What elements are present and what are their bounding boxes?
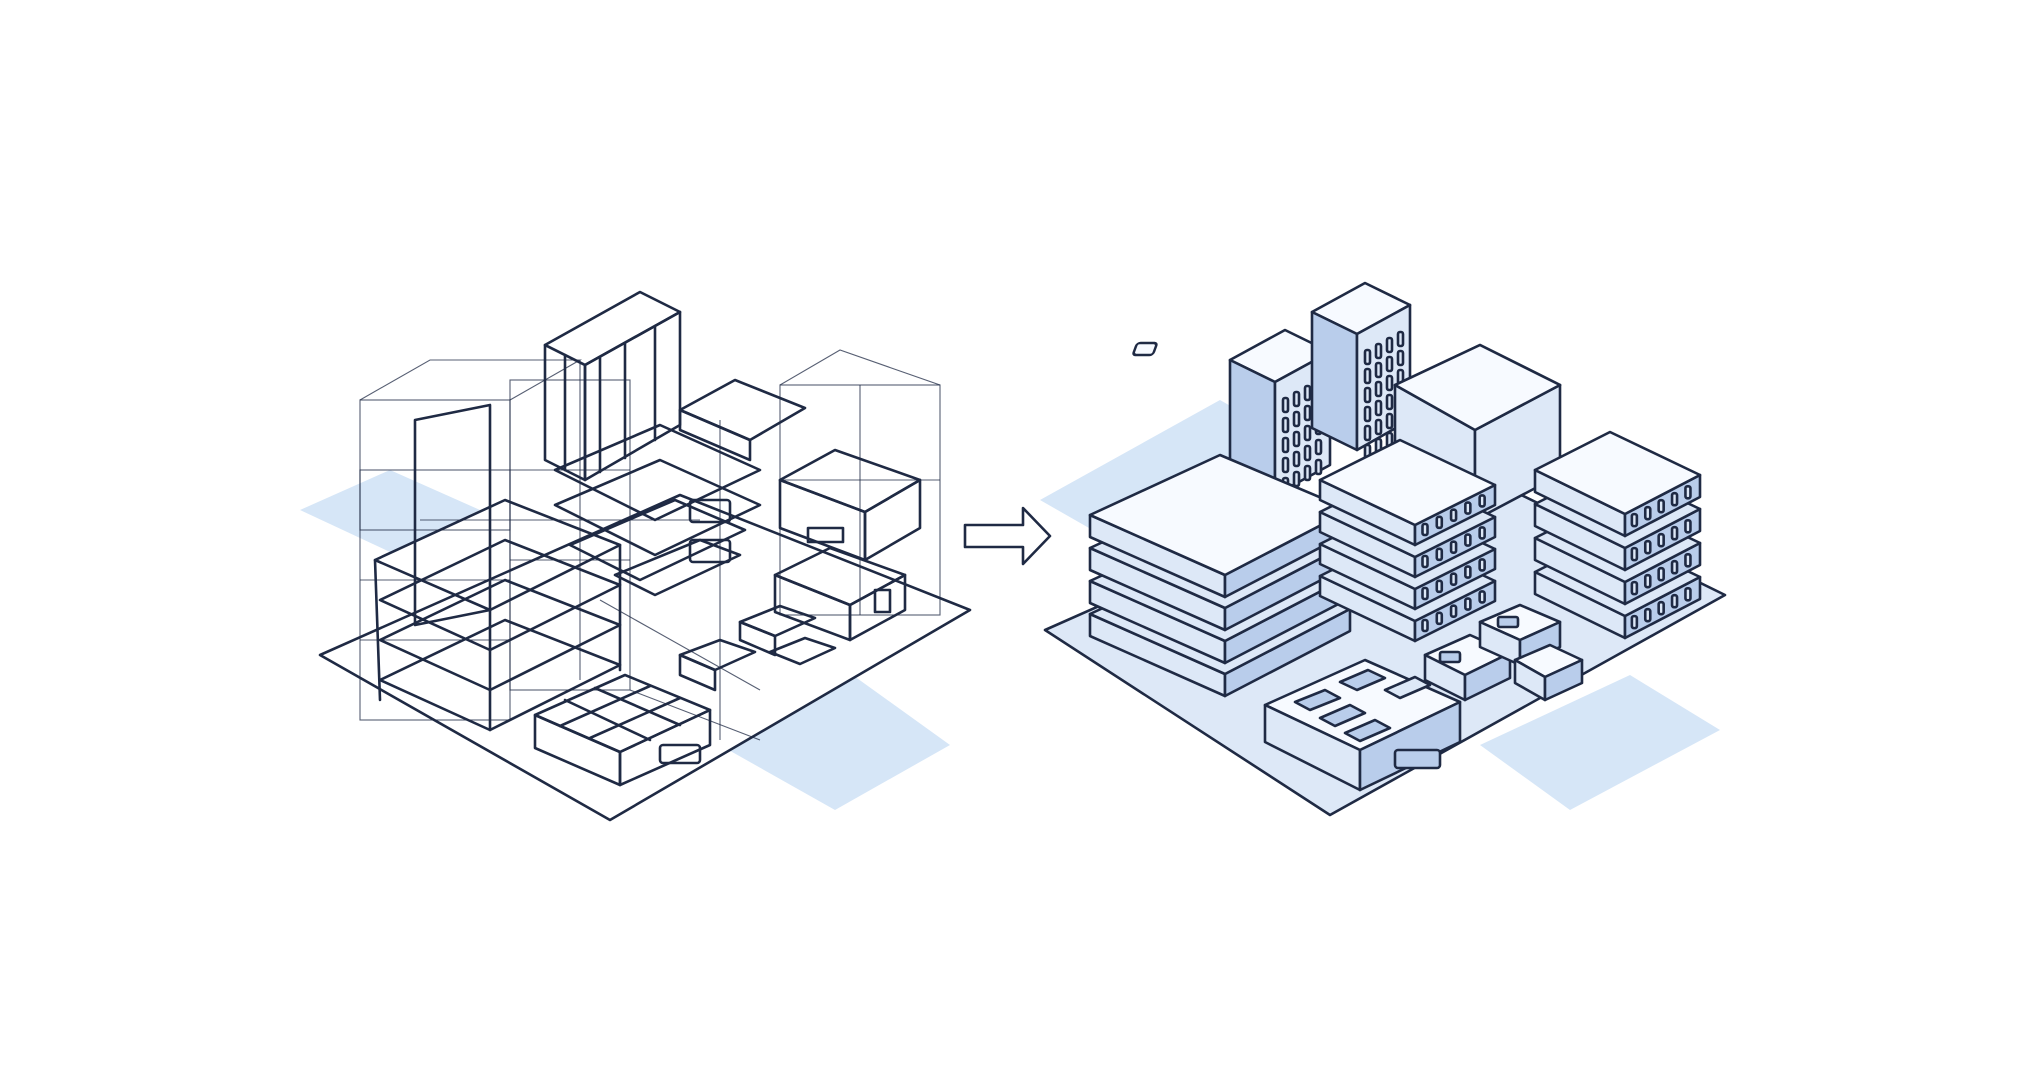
rack-slot (1632, 582, 1637, 594)
tower-window (1365, 426, 1370, 440)
rack-slot (1645, 609, 1650, 621)
rack-slot (1659, 568, 1664, 580)
tower-window (1398, 332, 1403, 346)
server-slot (1451, 542, 1456, 553)
server-stack-right (1535, 432, 1700, 638)
server-slot (1423, 588, 1428, 599)
tower-window (1365, 369, 1370, 383)
tower-window (1294, 472, 1299, 486)
tower-window (1305, 386, 1310, 400)
server-slot (1451, 606, 1456, 617)
wire-tower (545, 292, 680, 480)
server-slot (1465, 599, 1470, 610)
rack-slot (1672, 493, 1677, 505)
tower-window (1398, 351, 1403, 365)
rack-slot (1685, 520, 1690, 532)
server-slot (1423, 620, 1428, 631)
server-slot (1437, 581, 1442, 592)
rack-slot (1685, 588, 1690, 600)
server-slot (1437, 613, 1442, 624)
tower-window (1376, 363, 1381, 377)
tower-window (1294, 452, 1299, 466)
tower-window (1387, 357, 1392, 371)
tower-window (1376, 344, 1381, 358)
tower-window (1316, 460, 1321, 474)
shadow-left-back (300, 470, 480, 552)
arrow-right-icon (965, 508, 1050, 564)
rack-slot (1659, 500, 1664, 512)
server-slot (1480, 591, 1485, 602)
tower-window (1283, 438, 1288, 452)
server-slot (1451, 574, 1456, 585)
tower-window (1387, 376, 1392, 390)
rack-slot (1672, 561, 1677, 573)
tower-window (1294, 412, 1299, 426)
rack-slot (1672, 595, 1677, 607)
tower-window (1376, 420, 1381, 434)
rack-slot (1645, 507, 1650, 519)
rack-slot (1645, 541, 1650, 553)
server-slot (1437, 549, 1442, 560)
rack-slot (1632, 548, 1637, 560)
server-slot (1437, 517, 1442, 528)
rack-slot (1685, 554, 1690, 566)
server-slot (1423, 524, 1428, 535)
rack-slot (1632, 616, 1637, 628)
tower-window (1283, 398, 1288, 412)
tower-window (1365, 350, 1370, 364)
rack-slot (1659, 534, 1664, 546)
tower-window (1283, 418, 1288, 432)
rack-slot (1645, 575, 1650, 587)
tower-window (1316, 440, 1321, 454)
tower-window (1365, 407, 1370, 421)
tower-window (1376, 401, 1381, 415)
server-slot (1451, 510, 1456, 521)
tower-window (1387, 338, 1392, 352)
server-slot (1465, 503, 1470, 514)
server-slot (1480, 527, 1485, 538)
tower-window (1283, 458, 1288, 472)
tower-window (1305, 446, 1310, 460)
rendered-panel (1040, 283, 1725, 815)
rack-slot (1632, 514, 1637, 526)
rack-slot (1685, 486, 1690, 498)
tower-window (1387, 414, 1392, 428)
tower-window (1376, 382, 1381, 396)
tower-window (1305, 466, 1310, 480)
tower-window (1305, 426, 1310, 440)
server-slot (1480, 559, 1485, 570)
tower-window (1387, 395, 1392, 409)
rack-slot (1659, 602, 1664, 614)
tower-window (1294, 432, 1299, 446)
server-slot (1465, 567, 1470, 578)
tower-window (1294, 392, 1299, 406)
wireframe-panel (300, 292, 970, 820)
server-slot (1423, 556, 1428, 567)
tower-window (1365, 388, 1370, 402)
rack-slot (1672, 527, 1677, 539)
tower-window (1305, 406, 1310, 420)
server-slot (1480, 495, 1485, 506)
server-slot (1465, 535, 1470, 546)
